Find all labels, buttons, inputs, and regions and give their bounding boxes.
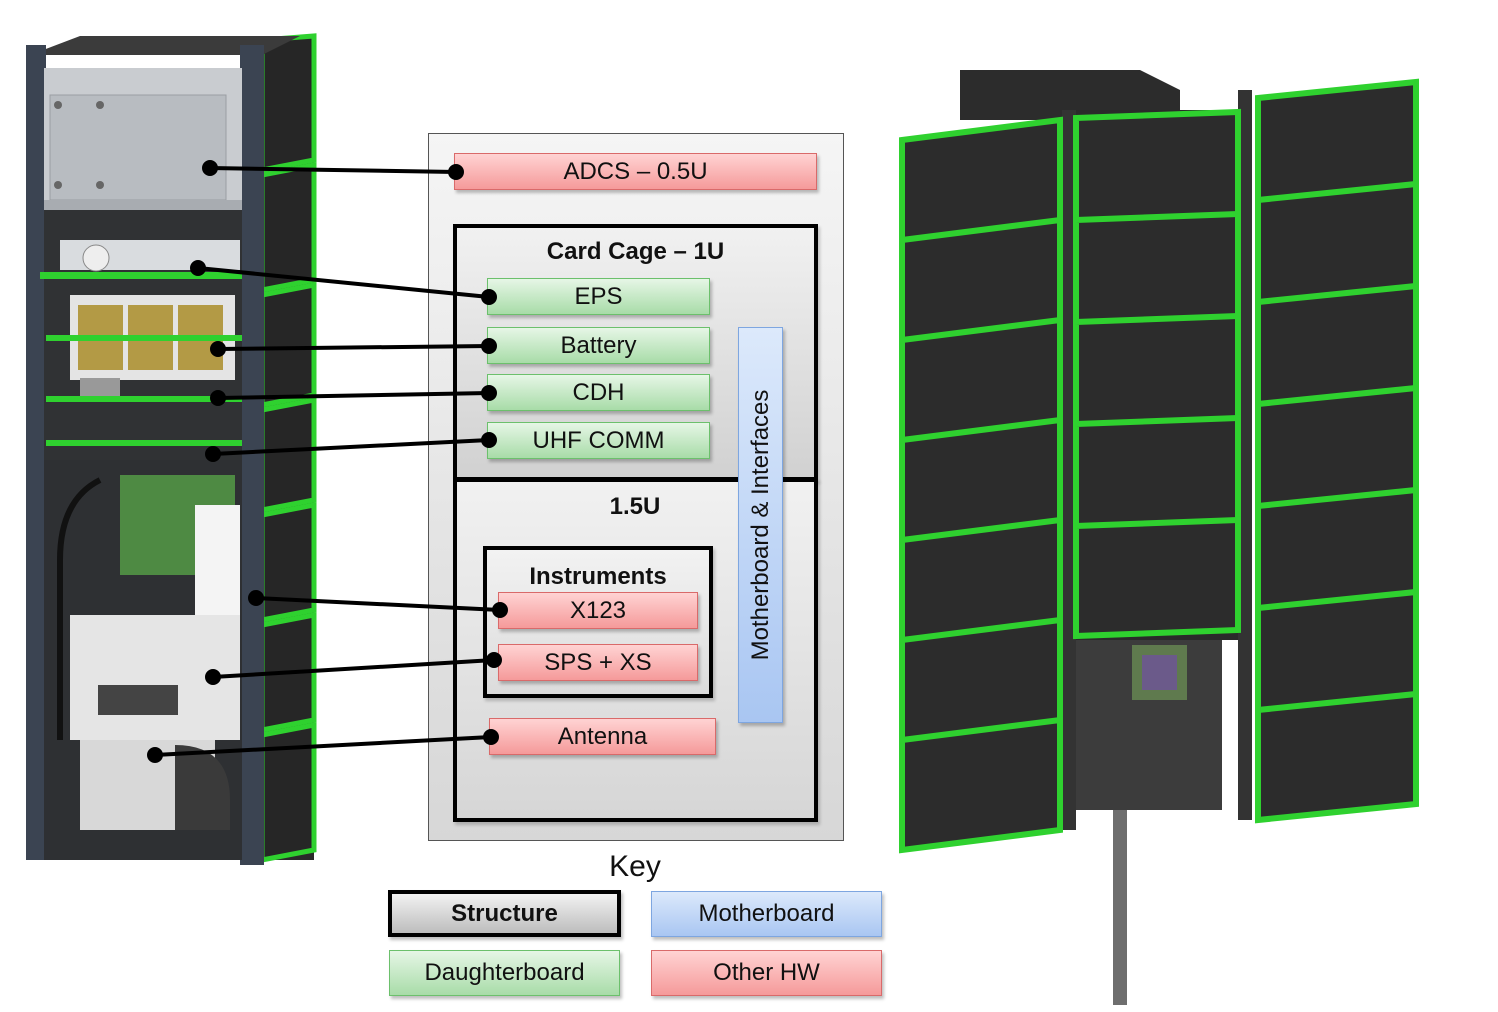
sps-xs-box: SPS + XS (498, 644, 698, 681)
antenna-tape (1113, 810, 1127, 1005)
lower-section-title: 1.5U (609, 493, 661, 520)
left-frame-rail (26, 45, 46, 860)
eps-box: EPS (487, 278, 710, 315)
motherboard-label: Motherboard & Interfaces (746, 389, 774, 661)
card-cage-title: Card Cage – 1U (546, 238, 725, 265)
uhf-comm-box: UHF COMM (487, 422, 710, 459)
instruments-title: Instruments (529, 563, 667, 590)
key-structure: Structure (388, 890, 621, 937)
cdh-box: CDH (487, 374, 710, 411)
key-other-hw: Other HW (651, 950, 882, 996)
motherboard-box: Motherboard & Interfaces (738, 327, 783, 723)
battery-box: Battery (487, 327, 710, 364)
key-title: Key (609, 850, 661, 883)
cubesat-cutaway-illustration (26, 33, 317, 865)
x123-box: X123 (498, 592, 698, 629)
cubesat-deployed-illustration (899, 70, 1419, 1005)
adcs-box: ADCS – 0.5U (454, 153, 817, 190)
side-solar-panels (259, 33, 317, 864)
deployed-solar-panels (899, 78, 1419, 854)
antenna-box: Antenna (489, 718, 716, 755)
key-motherboard: Motherboard (651, 891, 882, 937)
right-frame-rail (240, 45, 264, 865)
key-daughterboard: Daughterboard (389, 950, 620, 996)
